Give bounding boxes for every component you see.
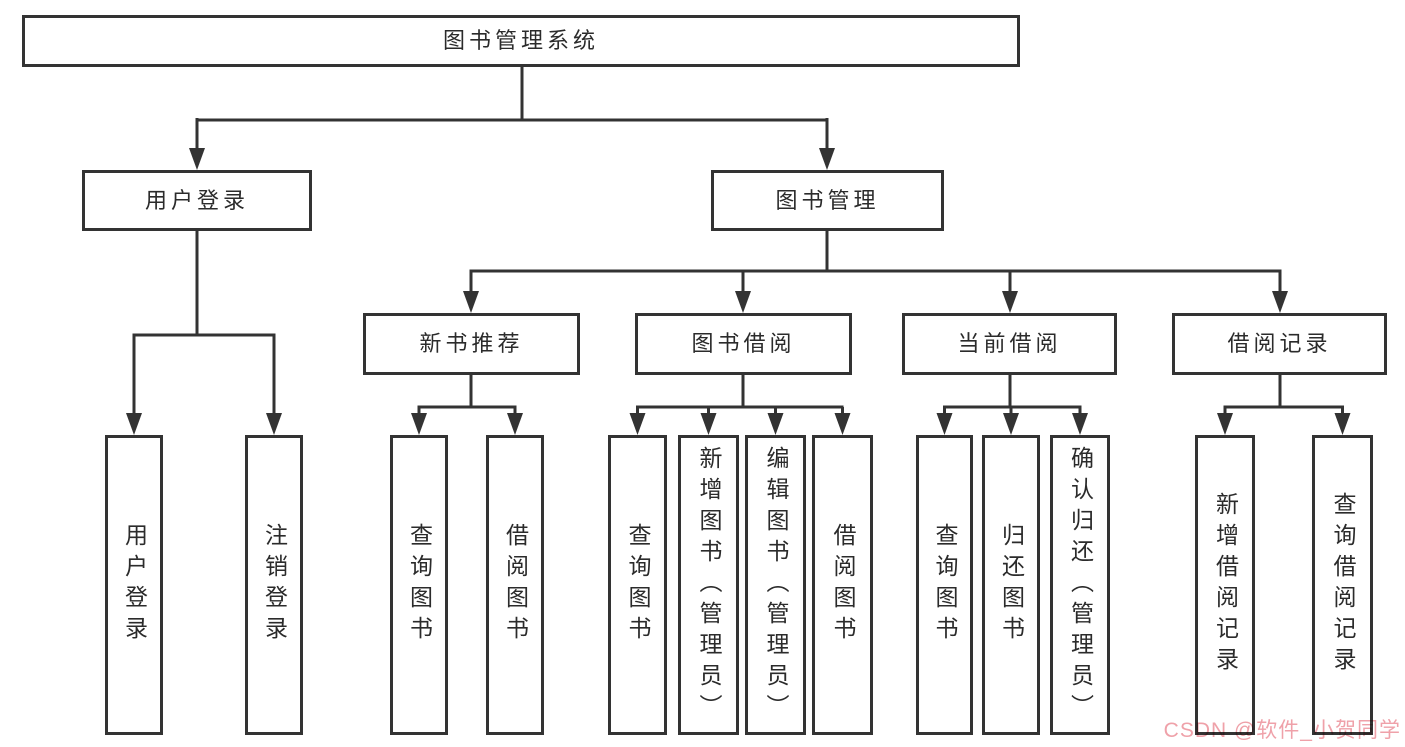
arrowhead-leaf-query-borrow-record (1334, 413, 1351, 435)
arrowhead-leaf-logout (266, 413, 282, 435)
connector-user-login-to-leaves (132, 231, 276, 413)
arrowhead-leaf-borrow-books-a (507, 413, 523, 435)
leaf-query-books-borrow: 查询图书 (608, 435, 667, 735)
node-borrow-records: 借阅记录 (1172, 313, 1387, 375)
arrowhead-borrow-records (1272, 291, 1288, 313)
arrowhead-leaf-add-book (700, 413, 717, 435)
node-library-management-system: 图书管理系统 (22, 15, 1020, 67)
connector-current-borrow-to-leaves (943, 375, 1082, 415)
arrowhead-leaf-borrow-books-b (834, 413, 851, 435)
arrowhead-leaf-query-books-a (411, 413, 427, 435)
leaf-add-book-admin: 新增图书（管理员） (678, 435, 739, 735)
leaf-query-borrow-record: 查询借阅记录 (1312, 435, 1373, 735)
arrowhead-leaf-return-book (1003, 413, 1019, 435)
arrowhead-user-login (189, 148, 205, 170)
arrowhead-leaf-add-borrow-record (1217, 413, 1233, 435)
leaf-borrow-books-recommend: 借阅图书 (486, 435, 544, 735)
connector-book-management-to-level3 (469, 231, 1282, 293)
arrowhead-leaf-query-books-b (629, 413, 646, 435)
leaf-user-login: 用户登录 (105, 435, 163, 735)
arrowhead-new-book-recommend (463, 291, 479, 313)
leaf-edit-book-admin: 编辑图书（管理员） (745, 435, 806, 735)
arrowhead-leaf-confirm-return (1072, 413, 1088, 435)
leaf-confirm-return-admin: 确认归还（管理员） (1050, 435, 1110, 735)
arrowhead-book-management (819, 148, 835, 170)
arrowhead-leaf-query-books-c (936, 413, 953, 435)
arrowhead-book-borrow (735, 291, 751, 313)
connector-borrow-records-to-leaves (1223, 375, 1344, 415)
connector-new-book-recommend-to-leaves (417, 375, 517, 415)
node-current-borrow: 当前借阅 (902, 313, 1117, 375)
connector-root-to-level2 (195, 67, 829, 150)
csdn-watermark: CSDN @软件_小贺同学 (1163, 719, 1401, 742)
arrowhead-current-borrow (1002, 291, 1018, 313)
leaf-logout: 注销登录 (245, 435, 303, 735)
node-book-borrow: 图书借阅 (635, 313, 852, 375)
leaf-borrow-books: 借阅图书 (812, 435, 873, 735)
node-user-login: 用户登录 (82, 170, 312, 231)
node-new-book-recommend: 新书推荐 (363, 313, 580, 375)
node-book-management: 图书管理 (711, 170, 944, 231)
leaf-query-books-current: 查询图书 (916, 435, 973, 735)
connector-book-borrow-to-leaves (636, 375, 844, 415)
arrowhead-leaf-user-login (126, 413, 142, 435)
leaf-return-book: 归还图书 (982, 435, 1040, 735)
leaf-add-borrow-record: 新增借阅记录 (1195, 435, 1255, 735)
leaf-query-books-recommend: 查询图书 (390, 435, 448, 735)
arrowhead-leaf-edit-book (767, 413, 784, 435)
